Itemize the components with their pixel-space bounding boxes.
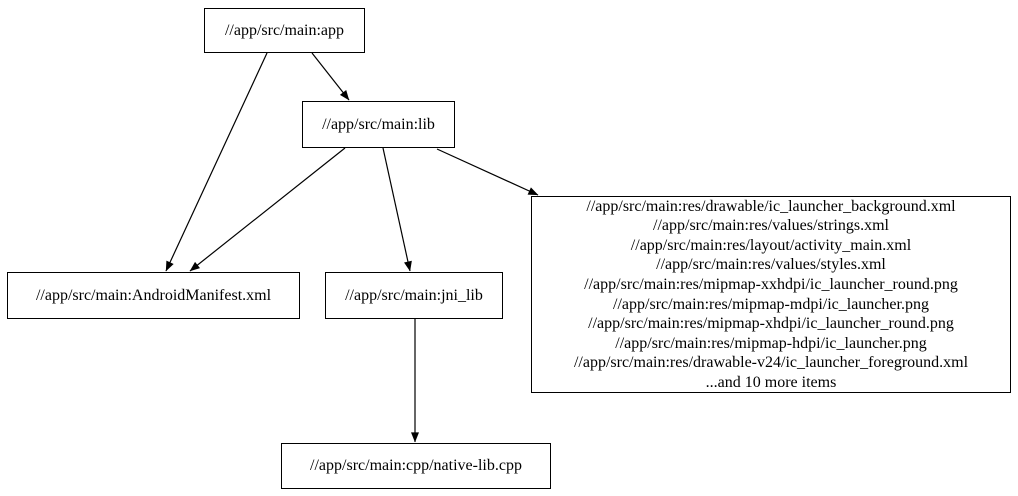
node-android-manifest-label: //app/src/main:AndroidManifest.xml — [35, 286, 272, 304]
node-native-lib: //app/src/main:cpp/native-lib.cpp — [281, 443, 551, 489]
node-lib: //app/src/main:lib — [302, 101, 455, 148]
edge-app-to-lib — [311, 52, 350, 101]
node-app: //app/src/main:app — [204, 8, 365, 53]
node-lib-label: //app/src/main:lib — [322, 115, 435, 133]
node-jni-lib-label: //app/src/main:jni_lib — [345, 286, 483, 304]
resource-more-items: ...and 10 more items — [705, 373, 837, 391]
resource-item: //app/src/main:res/drawable/ic_launcher_… — [586, 197, 956, 215]
resource-item: //app/src/main:res/mipmap-xxhdpi/ic_laun… — [584, 275, 958, 293]
node-app-label: //app/src/main:app — [224, 21, 345, 39]
edge-lib-to-resources — [436, 148, 539, 196]
resource-item: //app/src/main:res/values/styles.xml — [656, 256, 886, 274]
node-native-lib-label: //app/src/main:cpp/native-lib.cpp — [310, 457, 522, 474]
resource-item: //app/src/main:res/mipmap-mdpi/ic_launch… — [613, 295, 929, 313]
node-resources: //app/src/main:res/drawable/ic_launcher_… — [531, 196, 1011, 393]
resource-item: //app/src/main:res/mipmap-hdpi/ic_launch… — [615, 334, 927, 352]
edge-lib-to-jni-lib — [382, 147, 412, 272]
edge-lib-to-android-manifest — [189, 147, 346, 272]
edge-app-to-android-manifest — [165, 52, 268, 272]
node-android-manifest: //app/src/main:AndroidManifest.xml — [7, 272, 300, 319]
resource-item: //app/src/main:res/mipmap-xhdpi/ic_launc… — [588, 315, 954, 333]
node-jni-lib: //app/src/main:jni_lib — [325, 272, 503, 319]
resource-item: //app/src/main:res/values/strings.xml — [653, 217, 889, 235]
resource-item: //app/src/main:res/drawable-v24/ic_launc… — [573, 354, 969, 372]
resource-item: //app/src/main:res/layout/activity_main.… — [630, 236, 912, 254]
